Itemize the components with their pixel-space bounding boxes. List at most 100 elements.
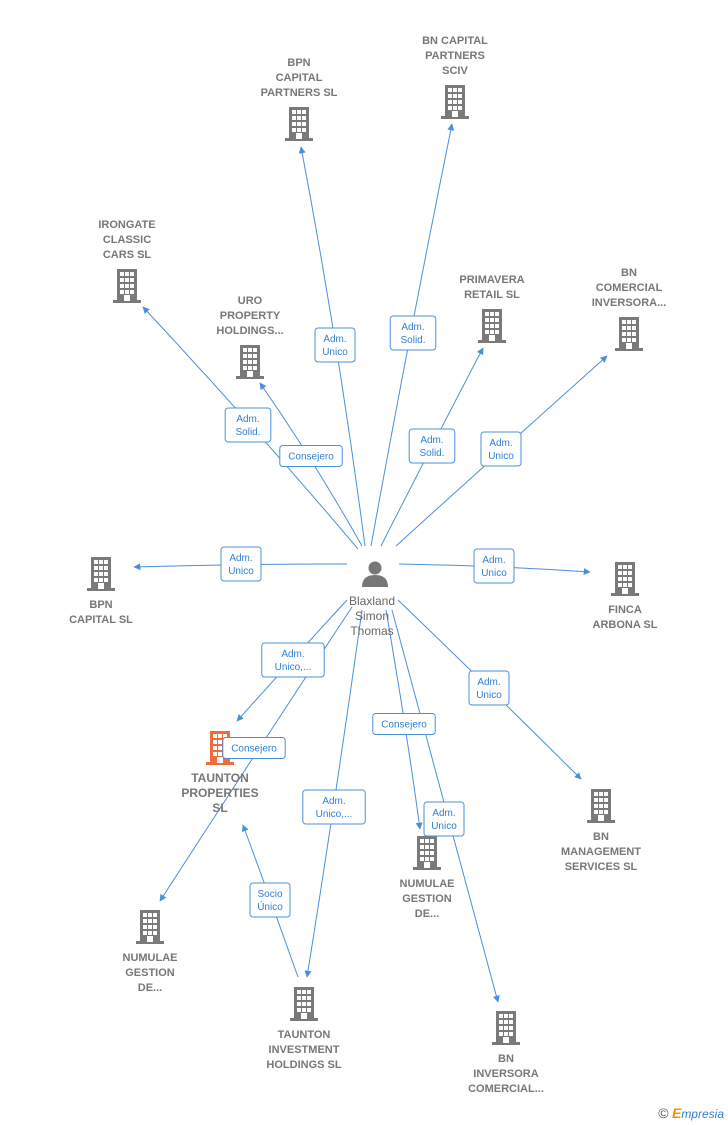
building-icon <box>236 345 264 379</box>
company-node-bn-capital-partners-sciv[interactable]: BN CAPITAL PARTNERS SCIV <box>422 35 488 119</box>
building-icon <box>615 317 643 351</box>
company-label-line: CLASSIC <box>103 234 151 246</box>
building-icon <box>478 309 506 343</box>
edge-label-text: Adm. <box>477 677 500 688</box>
company-label-line: BN <box>621 267 637 279</box>
edge-label-text: Consejero <box>231 744 277 755</box>
brand-initial: E <box>671 1105 682 1121</box>
edge-label-text: Unico <box>322 347 348 358</box>
company-label-line: PROPERTY <box>220 310 281 322</box>
company-node-irongate-classic-cars[interactable]: IRONGATE CLASSIC CARS SL <box>98 219 156 303</box>
company-node-uro-property-holdings[interactable]: URO PROPERTY HOLDINGS... <box>216 295 284 379</box>
company-label-line: URO <box>238 295 263 307</box>
edge-label-taunton-properties[interactable]: Adm. Unico,... <box>261 642 325 678</box>
company-label-line: BPN <box>89 599 112 611</box>
edge-label-text: Unico,... <box>275 662 312 673</box>
building-icon <box>492 1011 520 1045</box>
edge-label-text: Solid. <box>400 335 425 346</box>
building-icon <box>290 987 318 1021</box>
company-label-line: PARTNERS <box>425 50 485 62</box>
company-label-line: INVERSORA... <box>592 297 667 309</box>
company-label-line: TAUNTON <box>278 1029 331 1041</box>
person-label-line: Blaxland <box>349 594 395 608</box>
company-label-line: PRIMAVERA <box>459 274 524 286</box>
edge-label-text: Adm. <box>401 322 424 333</box>
company-label-line: CARS SL <box>103 249 152 261</box>
edge-label-text: Unico <box>431 821 457 832</box>
edge-label-text: Adm. <box>420 435 443 446</box>
company-node-bn-comercial-inversora[interactable]: BN COMERCIAL INVERSORA... <box>592 267 667 351</box>
edge-label-text: Socio <box>257 889 282 900</box>
copyright-symbol: © <box>658 1105 669 1121</box>
edge-label-text: Adm. <box>432 808 455 819</box>
company-label-line: MANAGEMENT <box>561 846 641 858</box>
company-label-line: DE... <box>415 908 439 920</box>
company-node-numulae-gestion-right[interactable]: NUMULAEGESTIONDE... <box>400 836 455 920</box>
company-label-line: COMERCIAL... <box>468 1083 544 1095</box>
edge-label-box <box>220 546 262 582</box>
edge-label-box <box>302 789 366 825</box>
edge-label-bn-management-services[interactable]: Adm.Unico <box>468 670 510 706</box>
company-label-line: GESTION <box>402 893 452 905</box>
company-label-line: HOLDINGS SL <box>266 1059 341 1071</box>
edge-label-numulae-gestion-right[interactable]: Consejero <box>372 713 436 735</box>
edge-label-uro-property-holdings[interactable]: Consejero <box>279 445 343 467</box>
company-label-line: CAPITAL SL <box>69 614 133 626</box>
edge-label-finca-arbona[interactable]: Adm.Unico <box>473 548 515 584</box>
edge-label-text: Adm. <box>236 414 259 425</box>
edge-label-box <box>372 713 436 735</box>
company-label-line: PARTNERS SL <box>261 87 338 99</box>
brand-name: mpresia <box>681 1107 724 1121</box>
edge-label-bn-comercial-inversora[interactable]: Adm.Unico <box>480 431 522 467</box>
edge-label-irongate-classic-cars[interactable]: Adm. Solid. <box>224 407 272 443</box>
edge-label-box <box>222 737 286 759</box>
edge-label-text: Solid. <box>235 427 260 438</box>
edge-label-text: Solid. <box>419 448 444 459</box>
company-label-line: SERVICES SL <box>565 861 638 873</box>
company-label-line: PROPERTIES <box>181 786 258 800</box>
building-icon <box>136 910 164 944</box>
edge-label-text: Adm. <box>323 334 346 345</box>
edge-label-text: Adm. <box>482 555 505 566</box>
edge-label-text: Adm. <box>322 796 345 807</box>
edge-label-text: Consejero <box>288 452 334 463</box>
company-label-line: NUMULAE <box>123 952 178 964</box>
edge-label-bn-inversora-comercial[interactable]: Adm. Unico <box>423 801 465 837</box>
edge-label-bpn-capital-partners[interactable]: Adm. Unico <box>314 327 356 363</box>
company-label-line: BN CAPITAL <box>422 35 488 47</box>
company-label-line: COMERCIAL <box>596 282 663 294</box>
company-label-line: DE... <box>138 982 162 994</box>
building-icon <box>113 269 141 303</box>
edge-label-taunton-investment-holdings[interactable]: Adm. Unico,... <box>302 789 366 825</box>
edge-label-box <box>314 327 356 363</box>
company-label-line: SCIV <box>442 65 468 77</box>
company-label-line: INVERSORA <box>473 1068 538 1080</box>
edge-label-box <box>473 548 515 584</box>
edge-label-box <box>468 670 510 706</box>
edge-label-box <box>279 445 343 467</box>
edge-label-box <box>408 428 456 464</box>
company-node-bn-inversora-comercial[interactable]: BNINVERSORACOMERCIAL... <box>468 1011 544 1095</box>
edge-label-text: Unico,... <box>316 809 353 820</box>
edge-label-primavera-retail[interactable]: Adm. Solid. <box>408 428 456 464</box>
edge-label-box <box>224 407 272 443</box>
edge-label-box <box>249 882 291 918</box>
company-node-bpn-capital[interactable]: BPN CAPITAL SL <box>69 557 133 626</box>
company-label-line: HOLDINGS... <box>216 325 283 337</box>
edge-label-text: Adm. <box>281 649 304 660</box>
edge-label-text: Adm. <box>489 438 512 449</box>
edge-label-bpn-capital[interactable]: Adm.Unico <box>220 546 262 582</box>
building-icon <box>87 557 115 591</box>
company-node-numulae-gestion-left[interactable]: NUMULAEGESTIONDE... <box>123 910 178 994</box>
edge-label-numulae-gestion-left[interactable]: Consejero <box>222 737 286 759</box>
company-label-line: IRONGATE <box>98 219 155 231</box>
edge-label-bn-capital-partners-sciv[interactable]: Adm. Solid. <box>389 315 437 351</box>
